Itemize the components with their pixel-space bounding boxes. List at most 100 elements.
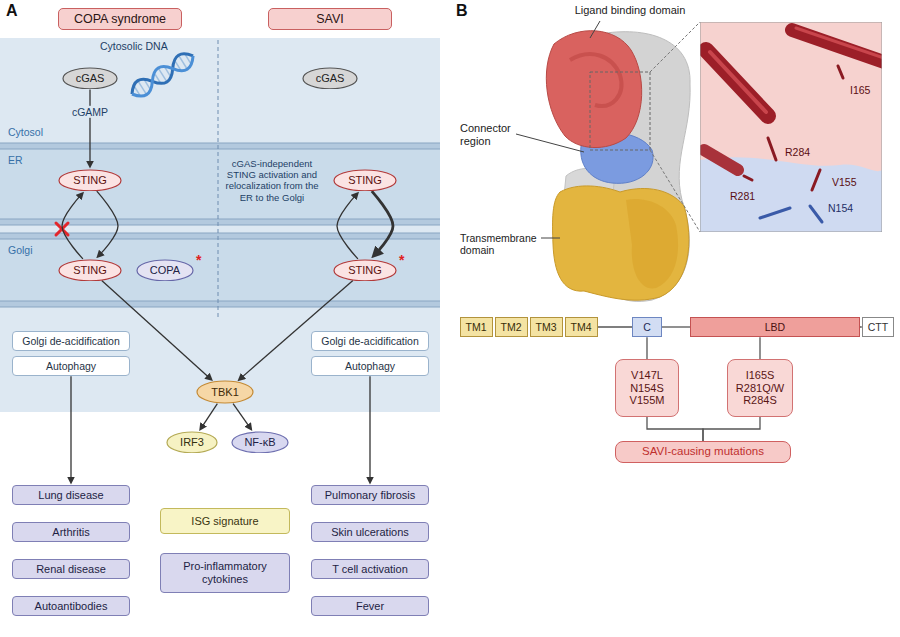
ellipse-shape <box>63 68 117 89</box>
structure-label: Ligand binding domain <box>575 4 686 16</box>
node-text: Autoantibodies <box>35 600 108 613</box>
domain-box: TM3 <box>530 317 563 337</box>
connector <box>337 195 358 258</box>
phenotype-box: Fever <box>311 596 429 617</box>
text-wrap: STING <box>73 264 107 277</box>
connector <box>647 417 703 441</box>
text-wrap: NF-κB <box>244 436 275 449</box>
structure-inset <box>812 170 820 190</box>
structure-inset <box>796 28 882 58</box>
cell-compartments <box>0 149 440 219</box>
text-wrap: Golgi de-acidification <box>321 335 418 347</box>
panel-letter: B <box>456 2 468 19</box>
node-text: Arthritis <box>52 526 89 539</box>
factor-ellipse: IRF3 <box>166 431 218 454</box>
dna-helix <box>133 52 192 97</box>
mutation-asterisk-box: * <box>196 252 201 269</box>
copa-ellipse: COPA <box>136 259 194 282</box>
zoom-line <box>650 150 700 232</box>
node-text: Pulmonary fibrosis <box>325 489 415 502</box>
sting-ellipse: STING <box>333 259 397 282</box>
structure-inset <box>760 206 822 222</box>
ellipse-shape <box>334 260 396 281</box>
node-text: STING <box>73 174 107 187</box>
cgas-ellipse: cGAS <box>302 67 358 90</box>
text-wrap: TM3 <box>536 321 557 333</box>
text-wrap: V147L N154S V155M <box>625 369 669 408</box>
text-wrap: STING <box>348 174 382 187</box>
node-text: V147L N154S V155M <box>625 369 669 408</box>
phenotype-box: Pro-inflammatory cytokines <box>160 553 290 593</box>
compartment-label: ER <box>8 154 23 166</box>
node-text: Lung disease <box>38 489 103 502</box>
process-box: Golgi de-acidification <box>311 331 429 351</box>
kinase-ellipse: TBK1 <box>196 380 254 404</box>
domain-box: TM4 <box>565 317 598 337</box>
text-wrap: T cell activation <box>332 563 408 576</box>
text-wrap: Pulmonary fibrosis <box>325 489 415 502</box>
dna-helix <box>179 55 187 69</box>
cell-compartments <box>0 239 440 301</box>
text-wrap: Golgi de-acidification <box>22 335 119 347</box>
structure-label-box: Connector region <box>460 122 524 148</box>
cgas-ellipse: cGAS <box>62 67 118 90</box>
text-wrap: SAVI-causing mutations <box>642 445 764 459</box>
text-wrap: COPA syndrome <box>74 12 166 27</box>
text-wrap: Autoantibodies <box>35 600 108 613</box>
structure-inset <box>700 22 882 232</box>
panel-letter: A <box>6 2 18 19</box>
signature-box: ISG signature <box>160 508 290 534</box>
connector <box>62 195 83 258</box>
text-wrap: IRF3 <box>180 436 204 449</box>
phenotype-box: Pulmonary fibrosis <box>311 485 429 506</box>
node-text: ISG signature <box>191 515 258 528</box>
node-text: cGAS <box>76 72 105 85</box>
node-text: COPA <box>150 264 180 277</box>
domain-box: TM1 <box>460 317 493 337</box>
structure-label-box: Transmembrane domain <box>460 232 540 257</box>
residue-label: R281 <box>730 190 755 202</box>
node-text: SAVI-causing mutations <box>642 445 764 459</box>
node-text: STING <box>348 174 382 187</box>
cell-compartments <box>0 38 440 412</box>
residue-label: V155 <box>832 176 857 188</box>
zoom-line <box>650 22 700 72</box>
text-wrap: C <box>643 321 651 333</box>
process-box: Autophagy <box>12 356 130 376</box>
node-text: NF-κB <box>244 436 275 449</box>
node-text: STING <box>348 264 382 277</box>
text-wrap: TM4 <box>571 321 592 333</box>
mutation-group-box: SAVI-causing mutations <box>615 441 791 463</box>
text-wrap: STING <box>73 174 107 187</box>
text-wrap: TBK1 <box>211 386 239 399</box>
text-wrap: CTT <box>868 321 888 333</box>
text-wrap: Autophagy <box>345 360 395 372</box>
residue-label: R284 <box>785 146 810 158</box>
protein-structure <box>570 54 621 106</box>
dna-helix <box>128 49 198 101</box>
divider-line <box>218 40 219 318</box>
protein-structure <box>626 199 678 288</box>
residue-label: I165 <box>850 84 870 96</box>
mechanism-note-box: cGAS-independent STING activation and re… <box>222 158 322 203</box>
node-text: TM3 <box>536 321 557 333</box>
ellipse-shape <box>197 381 253 403</box>
membrane <box>0 148 440 149</box>
membrane <box>0 218 440 219</box>
connector <box>70 376 71 479</box>
process-box: Golgi de-acidification <box>12 331 130 351</box>
mutation-box: I165S R281Q/W R284S <box>727 359 793 417</box>
protein-structure <box>546 31 690 302</box>
structure-inset <box>792 30 882 62</box>
connector <box>97 191 118 255</box>
phenotype-box: Lung disease <box>12 485 130 506</box>
text-wrap: Skin ulcerations <box>331 526 409 539</box>
dna-helix <box>138 81 146 95</box>
structure-inset <box>744 66 843 190</box>
node-text: Golgi de-acidification <box>321 335 418 347</box>
structure-inset <box>710 52 766 112</box>
residue-label-box: N154 <box>828 202 853 214</box>
structure-inset <box>744 176 752 180</box>
text-wrap: Renal disease <box>36 563 106 576</box>
